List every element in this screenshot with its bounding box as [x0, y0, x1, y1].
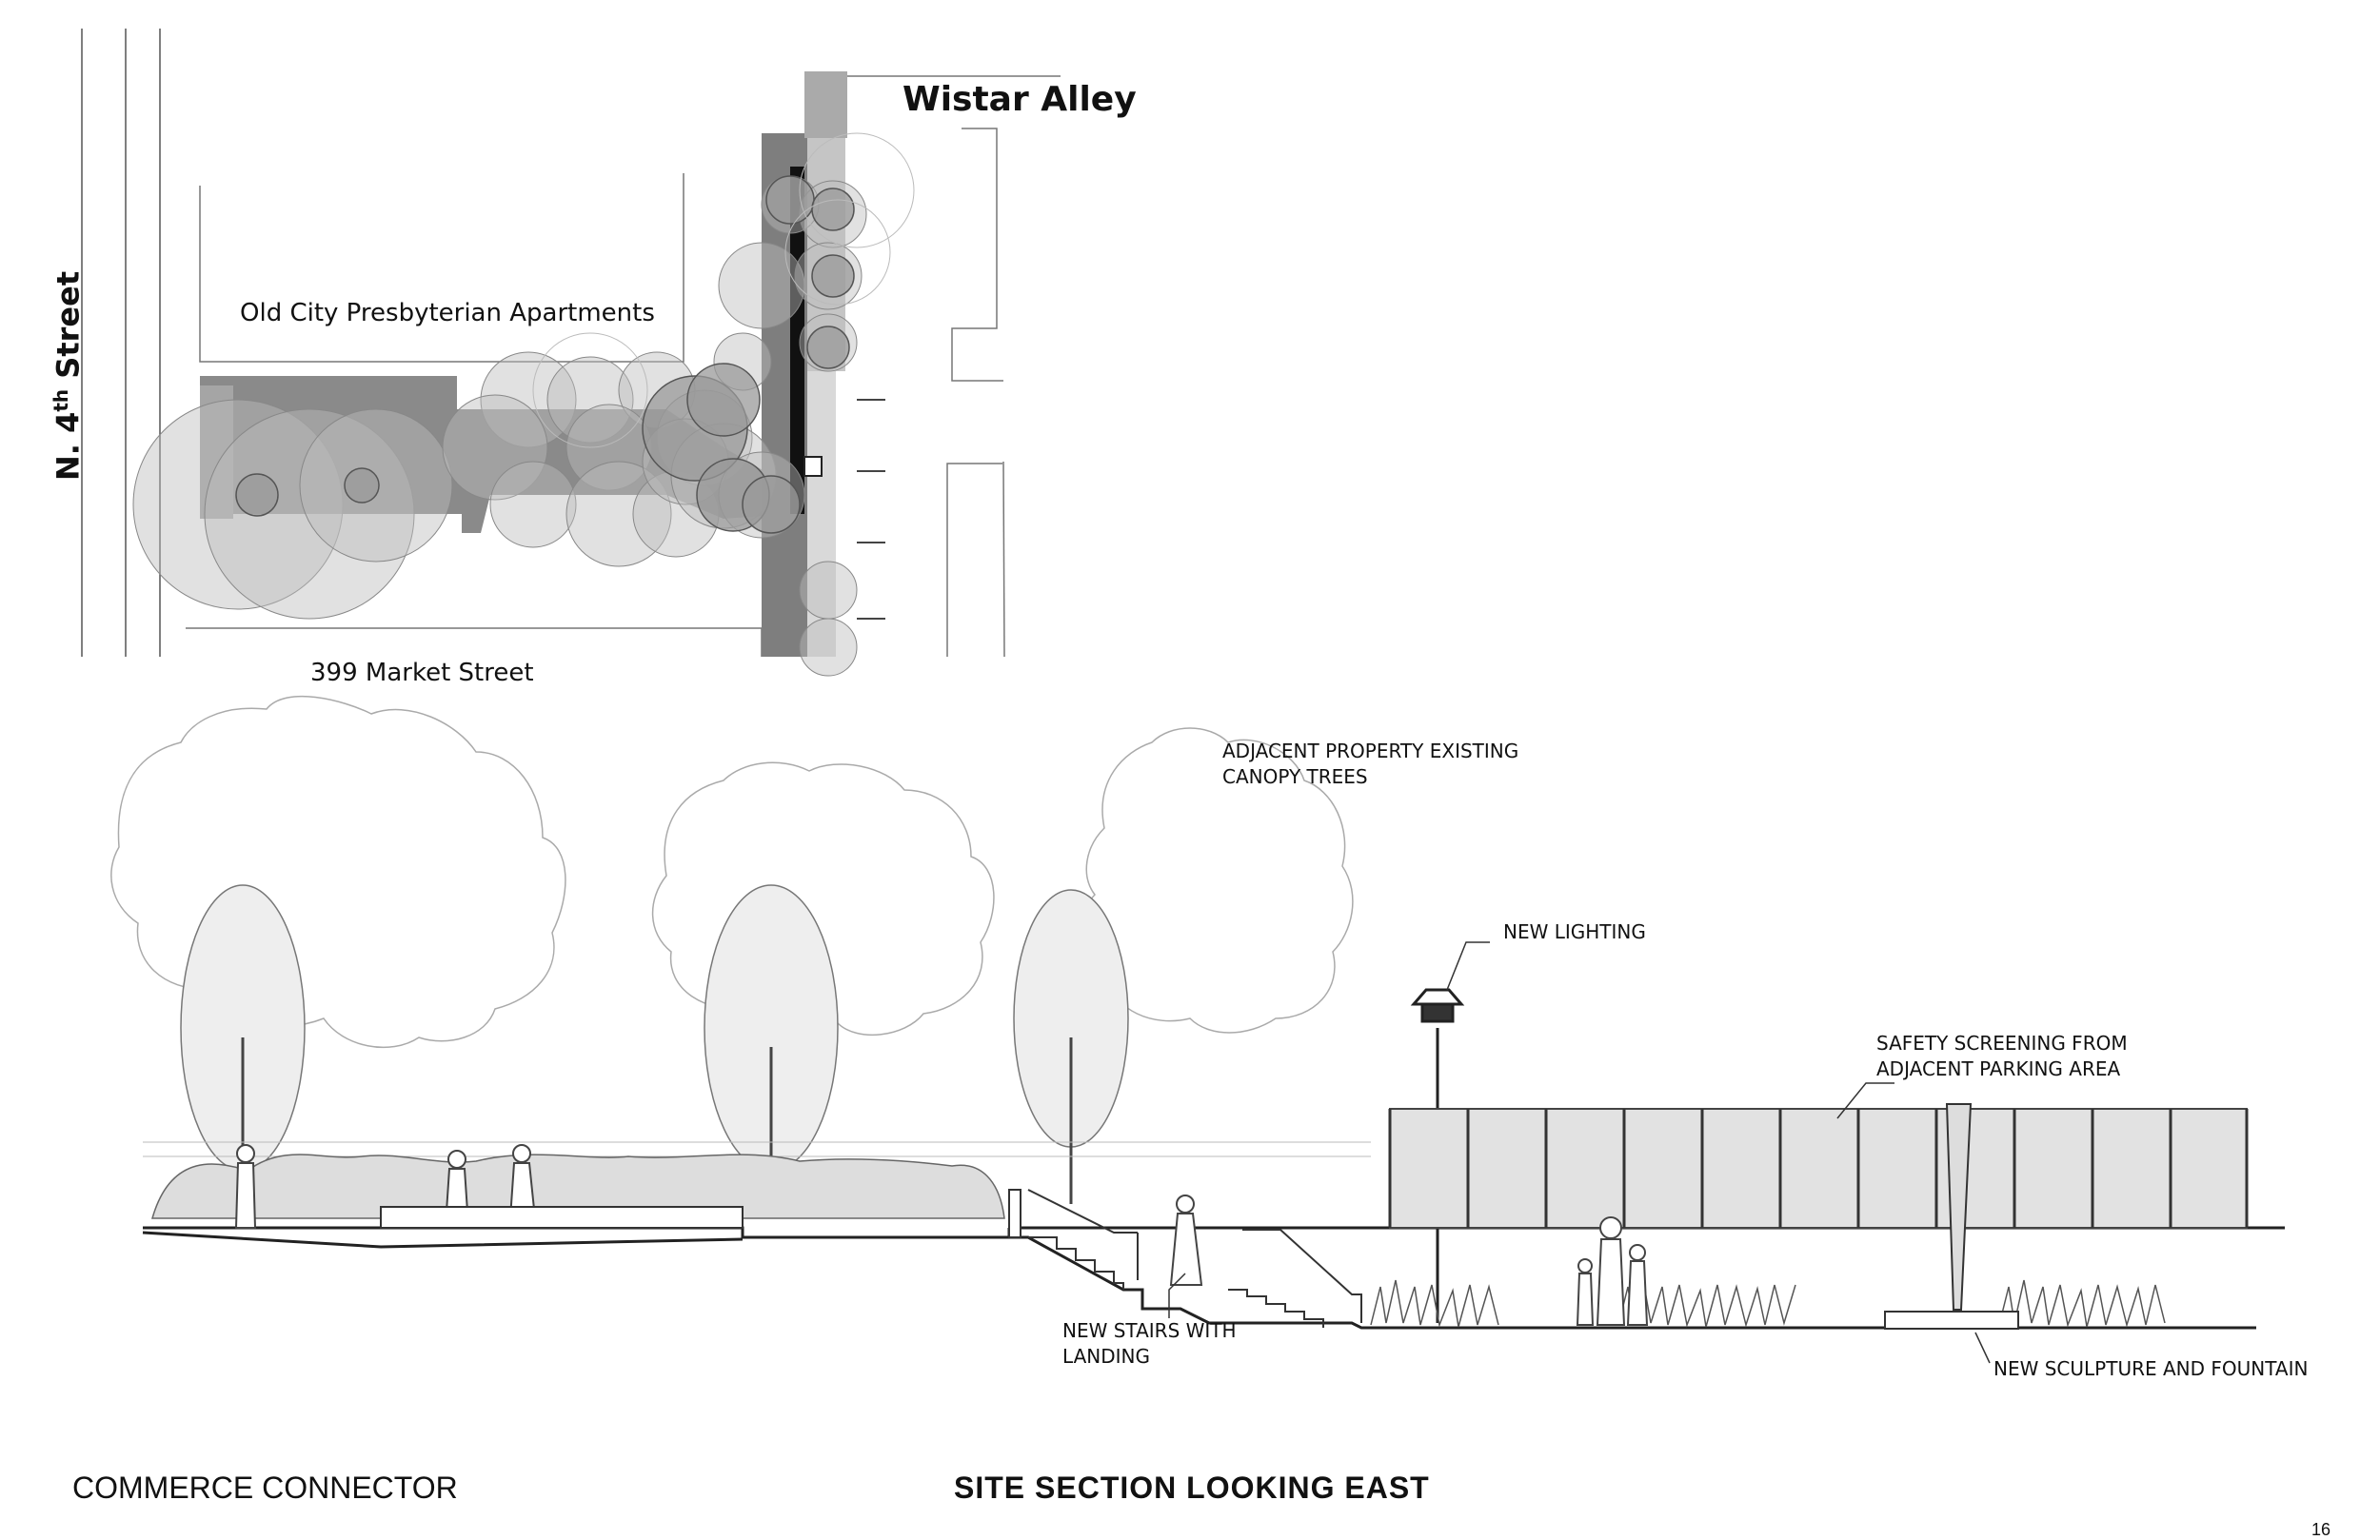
ghost-canopies	[532, 132, 915, 448]
screening-posts	[1388, 1109, 2249, 1228]
annotation-screening-line-2: ADJACENT PARKING AREA	[1876, 1057, 2121, 1080]
sculpture-fountain	[1884, 1103, 2019, 1330]
tree-canopies-dark	[235, 175, 855, 534]
bench	[380, 1206, 744, 1229]
annotation-new-stairs: NEW STAIRS WITH LANDING	[1062, 1318, 1237, 1370]
market-street-label: 399 Market Street	[310, 659, 534, 687]
annotation-screening-line-1: SAFETY SCREENING FROM	[1876, 1032, 2128, 1055]
annotation-new-lighting: NEW LIGHTING	[1503, 919, 1646, 945]
annotation-canopy-line-1: ADJACENT PROPERTY EXISTING	[1222, 740, 1519, 762]
people	[234, 1144, 1649, 1326]
leader-lines	[1168, 941, 1991, 1364]
project-title: COMMERCE CONNECTOR	[72, 1471, 458, 1505]
annotation-sculpture-line-1: NEW SCULPTURE AND FOUNTAIN	[1993, 1357, 2309, 1380]
retaining-wall	[1008, 1189, 1021, 1238]
annotation-sculpture-fountain: NEW SCULPTURE AND FOUNTAIN	[1993, 1356, 2308, 1382]
alley-fixtures	[857, 399, 885, 620]
shrub-planting	[151, 1154, 1005, 1219]
annotation-canopy-trees: ADJACENT PROPERTY EXISTING CANOPY TREES	[1222, 739, 1518, 790]
annotation-lighting-line-1: NEW LIGHTING	[1503, 920, 1646, 943]
lower-planting	[1370, 1279, 2166, 1328]
page-number: 16	[2311, 1520, 2331, 1539]
safety-screening	[1389, 1108, 2248, 1229]
wistar-alley-label: Wistar Alley	[902, 80, 1137, 119]
stairs	[1027, 1189, 1362, 1328]
new-trees	[180, 884, 1129, 1209]
annotation-canopy-line-2: CANOPY TREES	[1222, 765, 1368, 788]
n-4th-street-lines	[81, 29, 161, 657]
annotation-safety-screening: SAFETY SCREENING FROM ADJACENT PARKING A…	[1876, 1031, 2128, 1082]
annotation-stairs-line-2: LANDING	[1062, 1345, 1151, 1368]
building-label: Old City Presbyterian Apartments	[240, 299, 655, 327]
sheet-title: SITE SECTION LOOKING EAST	[954, 1471, 1430, 1505]
annotation-stairs-line-1: NEW STAIRS WITH	[1062, 1319, 1237, 1342]
